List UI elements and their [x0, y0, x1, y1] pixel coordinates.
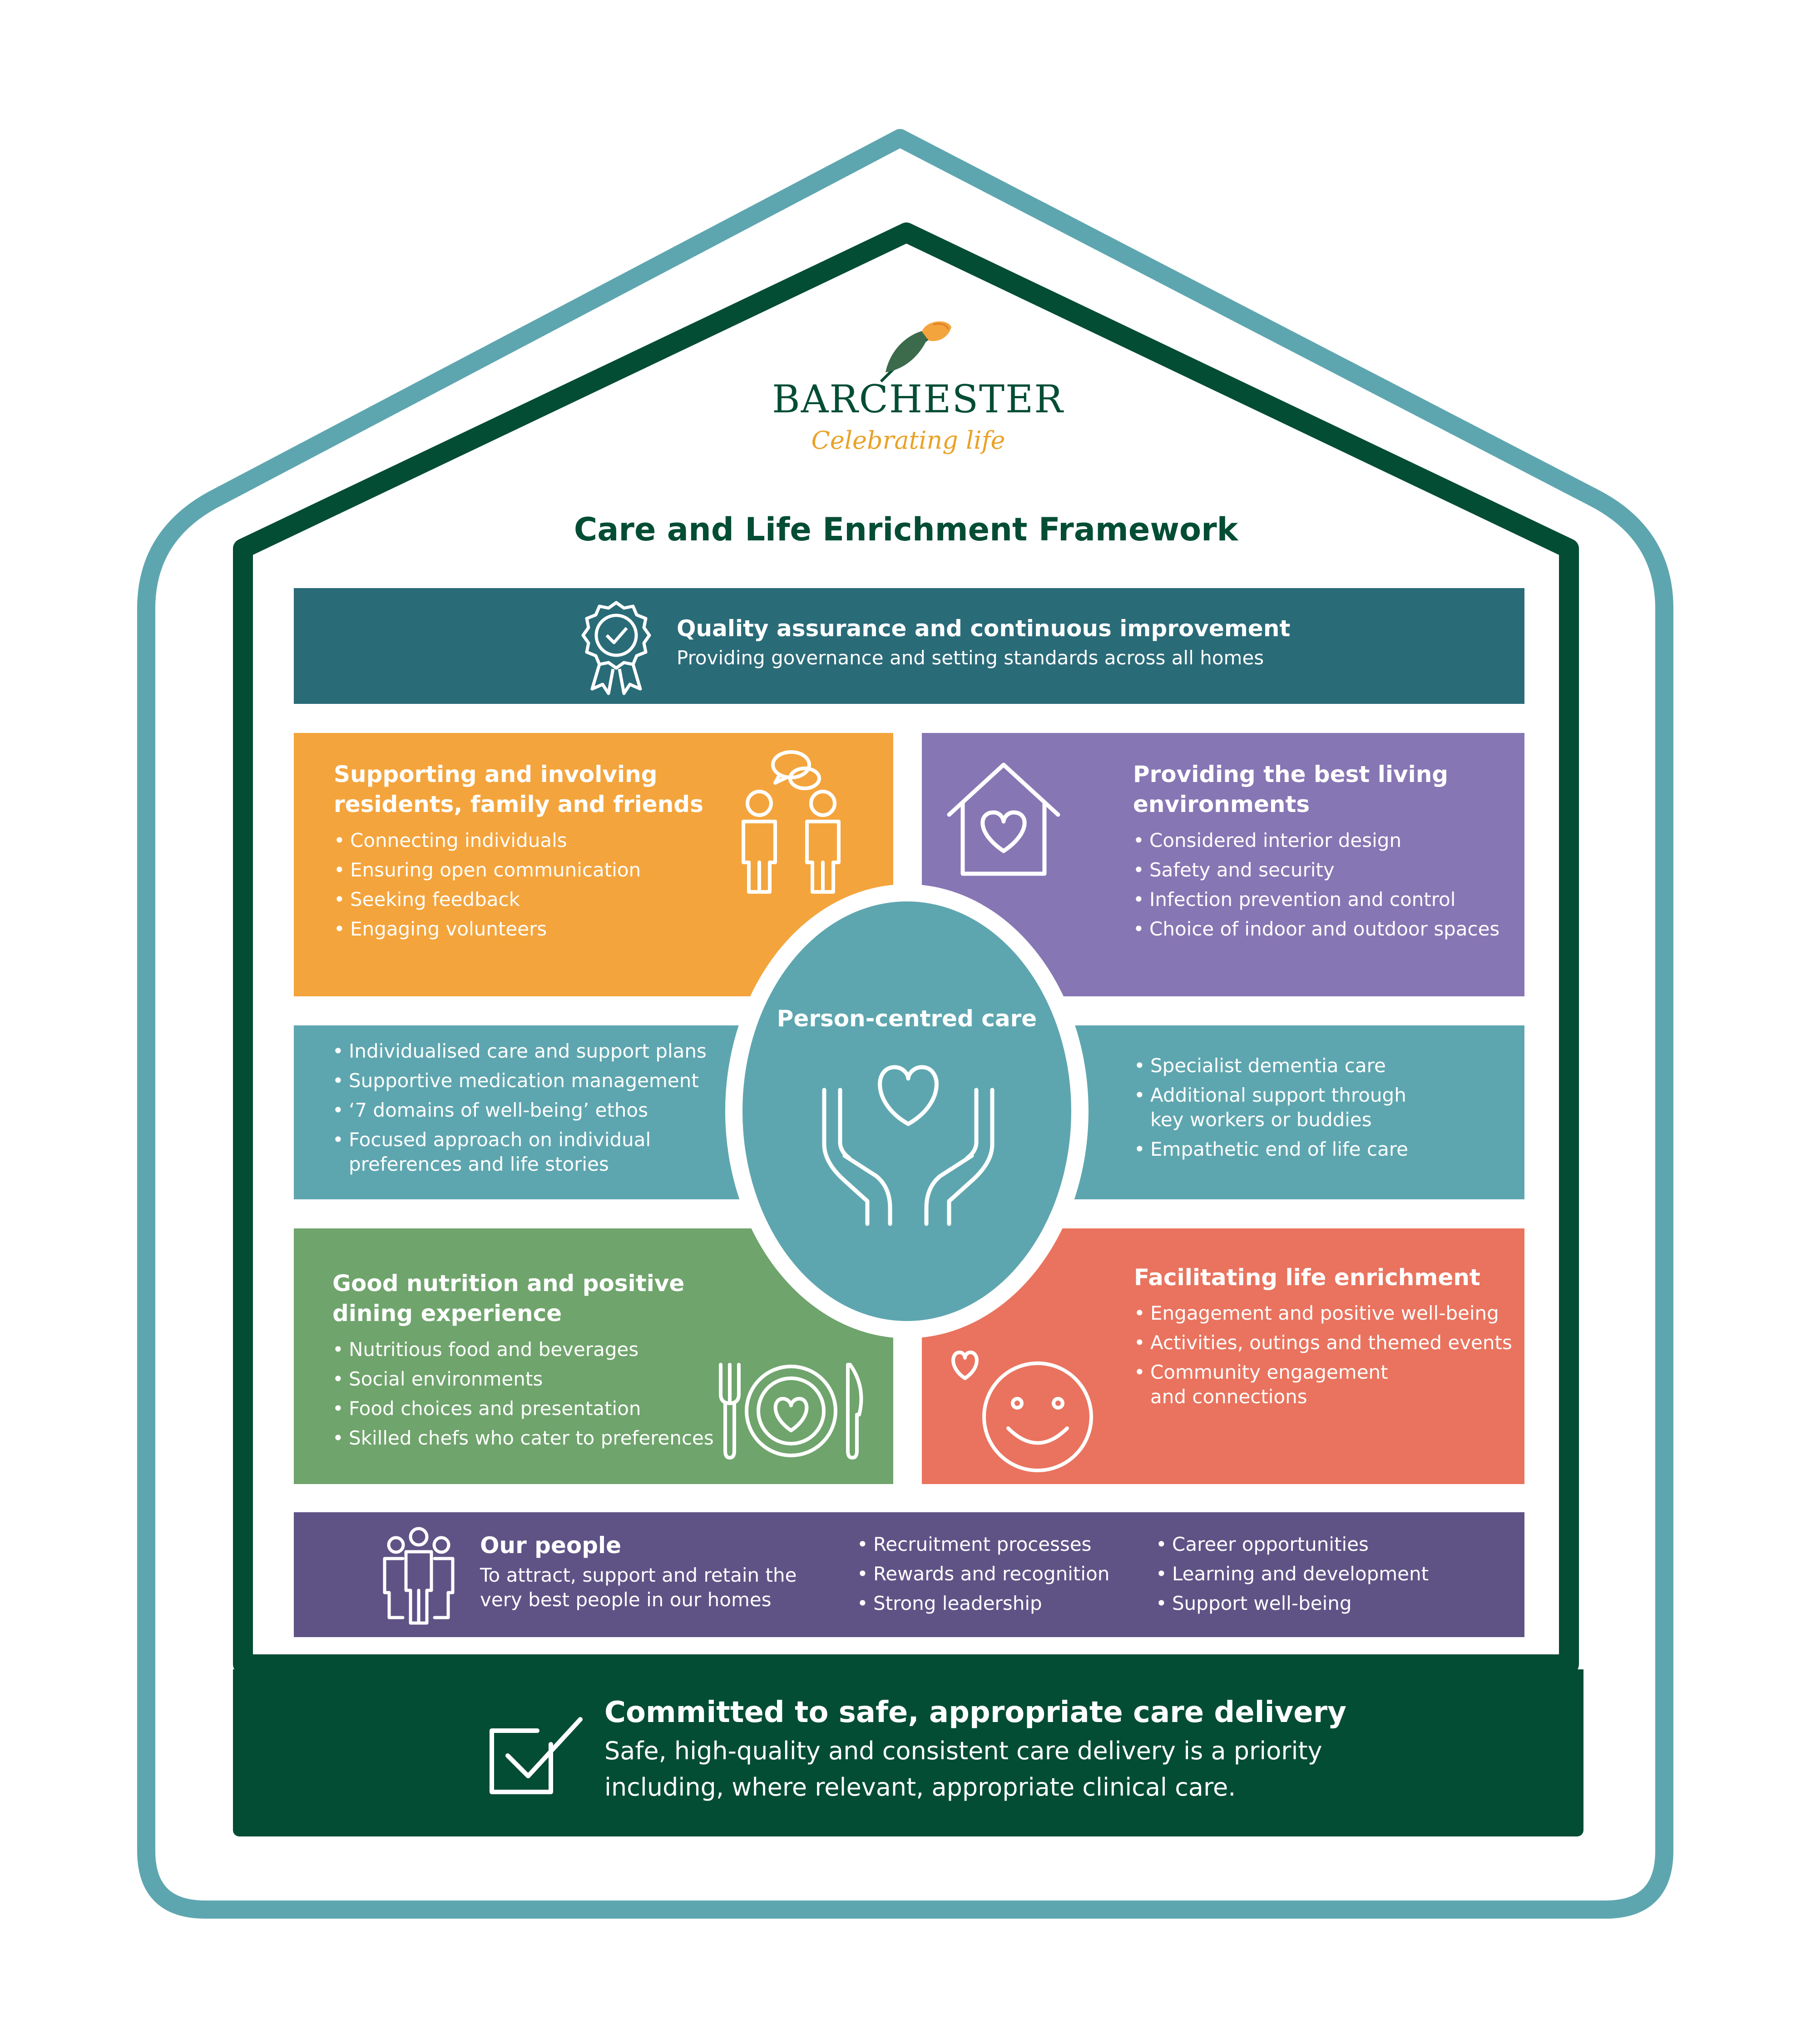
living-item: Infection prevention and control [1133, 887, 1499, 912]
logo-tagline: Celebrating life [811, 426, 1005, 455]
person-centred-item: Empathetic end of life care [1134, 1137, 1497, 1162]
quality-title: Quality assurance and continuous improve… [677, 615, 1291, 642]
person-centred-left-list: Individualised care and support plans Su… [332, 1039, 741, 1182]
people-talking-icon [730, 747, 852, 896]
inner-house-outline [233, 223, 1579, 1674]
person-centred-circle [725, 884, 1089, 1338]
committed-line1: Safe, high-quality and consistent care d… [604, 1737, 1322, 1765]
living-title-line2: environments [1133, 791, 1310, 817]
award-rosette-icon [578, 598, 655, 696]
framework-title: Care and Life Enrichment Framework [574, 511, 1238, 548]
supporting-panel: Supporting and involving residents, fami… [294, 733, 893, 996]
supporting-title-line2: residents, family and friends [334, 791, 703, 817]
supporting-item: Ensuring open communication [334, 858, 641, 882]
people-title: Our people [480, 1532, 622, 1559]
nutrition-list: Nutritious food and beverages Social env… [332, 1337, 714, 1455]
person-centred-item: Supportive medication management [332, 1069, 741, 1093]
supporting-item: Connecting individuals [334, 828, 641, 853]
group-people-icon [378, 1527, 460, 1627]
people-item: Strong leadership [857, 1591, 1109, 1616]
committed-panel: Committed to safe, appropriate care deli… [233, 1669, 1583, 1836]
supporting-item: Seeking feedback [334, 887, 641, 912]
nutrition-title-line1: Good nutrition and positive [332, 1270, 685, 1297]
checkbox-icon [483, 1710, 587, 1799]
outer-house-outline [137, 129, 1673, 1919]
person-centred-right-list: Specialist dementia care Additional supp… [1134, 1054, 1497, 1167]
person-centred-item: Specialist dementia care [1134, 1054, 1497, 1078]
nutrition-item: Social environments [332, 1367, 714, 1391]
people-panel: Our people To attract, support and retai… [294, 1512, 1524, 1637]
plate-cutlery-icon [714, 1360, 868, 1462]
enrichment-item: Engagement and positive well-being [1134, 1301, 1512, 1326]
quality-panel: Quality assurance and continuous improve… [294, 588, 1524, 704]
committed-line2: including, where relevant, appropriate c… [604, 1773, 1236, 1801]
committed-title: Committed to safe, appropriate care deli… [604, 1696, 1346, 1729]
enrichment-item: Activities, outings and themed events [1134, 1331, 1512, 1355]
people-subtitle: To attract, support and retain the very … [480, 1564, 797, 1611]
living-item: Choice of indoor and outdoor spaces [1133, 917, 1499, 941]
people-item: Recruitment processes [857, 1532, 1109, 1557]
person-centred-item: Individualised care and support plans [332, 1039, 741, 1064]
people-item: Support well-being [1156, 1591, 1429, 1616]
nutrition-item: Food choices and presentation [332, 1396, 714, 1421]
living-list: Considered interior design Safety and se… [1133, 828, 1499, 946]
person-centred-item: Focused approach on individual preferenc… [332, 1128, 667, 1177]
people-item: Career opportunities [1156, 1532, 1429, 1557]
enrichment-list: Engagement and positive well-being Activ… [1134, 1301, 1512, 1414]
nutrition-item: Nutritious food and beverages [332, 1337, 714, 1362]
people-item: Rewards and recognition [857, 1562, 1109, 1586]
logo-brand: BARCHESTER [772, 377, 1064, 421]
hands-heart-icon [817, 1058, 999, 1226]
person-centred-item: ‘7 domains of well-being’ ethos [332, 1098, 741, 1123]
enrichment-item: Community engagement and connections [1134, 1360, 1405, 1409]
living-item: Considered interior design [1133, 828, 1499, 853]
person-centred-item: Additional support through key workers o… [1134, 1083, 1432, 1132]
people-item: Learning and development [1156, 1562, 1429, 1586]
supporting-item: Engaging volunteers [334, 917, 641, 941]
supporting-title-line1: Supporting and involving [334, 761, 658, 787]
barchester-logo: BARCHESTER Celebrating life [772, 313, 1064, 468]
enrichment-panel: Facilitating life enrichment Engagement … [922, 1228, 1524, 1484]
living-item: Safety and security [1133, 858, 1499, 882]
enrichment-title: Facilitating life enrichment [1134, 1264, 1480, 1291]
quality-subtitle: Providing governance and setting standar… [677, 647, 1264, 669]
people-col1: Recruitment processes Rewards and recogn… [857, 1532, 1109, 1621]
house-heart-icon [945, 760, 1063, 878]
living-title-line1: Providing the best living [1133, 761, 1449, 787]
person-centred-title: Person-centred care [777, 1005, 1037, 1032]
nutrition-item: Skilled chefs who cater to preferences [332, 1426, 714, 1450]
people-col2: Career opportunities Learning and develo… [1156, 1532, 1429, 1621]
smiley-heart-icon [947, 1344, 1094, 1476]
nutrition-title-line2: dining experience [332, 1300, 562, 1326]
supporting-list: Connecting individuals Ensuring open com… [334, 828, 641, 946]
oak-leaf-icon [867, 318, 958, 386]
